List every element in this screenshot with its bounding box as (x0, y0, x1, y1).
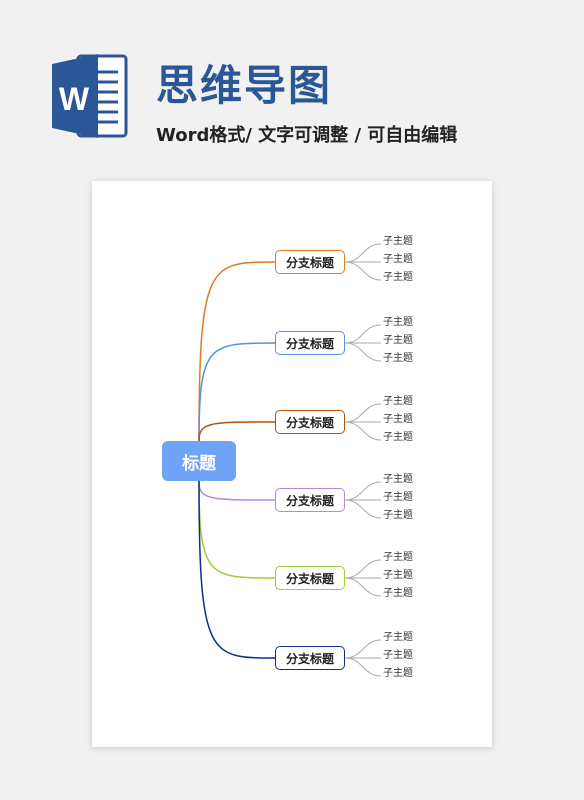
leaf-connector (344, 639, 382, 659)
leaf-node[interactable]: 子主题 (383, 474, 413, 485)
leaf-node[interactable]: 子主题 (383, 353, 413, 364)
leaf-node[interactable]: 子主题 (383, 632, 413, 643)
leaf-node[interactable]: 子主题 (383, 552, 413, 563)
leaf-connector (344, 403, 382, 423)
leaf-node[interactable]: 子主题 (383, 272, 413, 283)
branch-connector (198, 480, 276, 659)
leaf-connector (344, 577, 382, 597)
leaf-connector (344, 559, 382, 579)
leaf-connector (344, 342, 382, 362)
branch-node[interactable]: 分支标题 (275, 646, 345, 670)
leaf-node[interactable]: 子主题 (383, 254, 413, 265)
leaf-node[interactable]: 子主题 (383, 492, 413, 503)
branch-connector (198, 480, 276, 501)
page-title: 思维导图 (156, 61, 333, 110)
leaf-connector (344, 657, 382, 677)
leaf-connector (344, 324, 382, 344)
leaf-node[interactable]: 子主题 (383, 650, 413, 661)
word-logo-letter: W (59, 81, 90, 117)
leaf-node[interactable]: 子主题 (383, 510, 413, 521)
branch-connector (198, 261, 276, 442)
leaf-connector (344, 243, 382, 263)
branch-node[interactable]: 分支标题 (275, 566, 345, 590)
leaf-connector (344, 481, 382, 501)
leaf-node[interactable]: 子主题 (383, 668, 413, 679)
branch-node[interactable]: 分支标题 (275, 331, 345, 355)
leaf-node[interactable]: 子主题 (383, 396, 413, 407)
leaf-node[interactable]: 子主题 (383, 432, 413, 443)
leaf-connector (344, 421, 382, 441)
word-logo-icon: W (52, 54, 128, 138)
leaf-node[interactable]: 子主题 (383, 570, 413, 581)
branch-node[interactable]: 分支标题 (275, 250, 345, 274)
leaf-node[interactable]: 子主题 (383, 414, 413, 425)
leaf-node[interactable]: 子主题 (383, 335, 413, 346)
branch-node[interactable]: 分支标题 (275, 488, 345, 512)
leaf-connector (344, 499, 382, 519)
branch-connector (198, 480, 276, 579)
branch-connector (198, 342, 276, 442)
leaf-node[interactable]: 子主题 (383, 317, 413, 328)
branch-connector (198, 421, 276, 442)
root-node[interactable]: 标题 (162, 441, 236, 481)
leaf-node[interactable]: 子主题 (383, 588, 413, 599)
leaf-connector (344, 261, 382, 281)
page-subtitle: Word格式/ 文字可调整 / 可自由编辑 (156, 125, 458, 146)
branch-node[interactable]: 分支标题 (275, 410, 345, 434)
leaf-node[interactable]: 子主题 (383, 236, 413, 247)
